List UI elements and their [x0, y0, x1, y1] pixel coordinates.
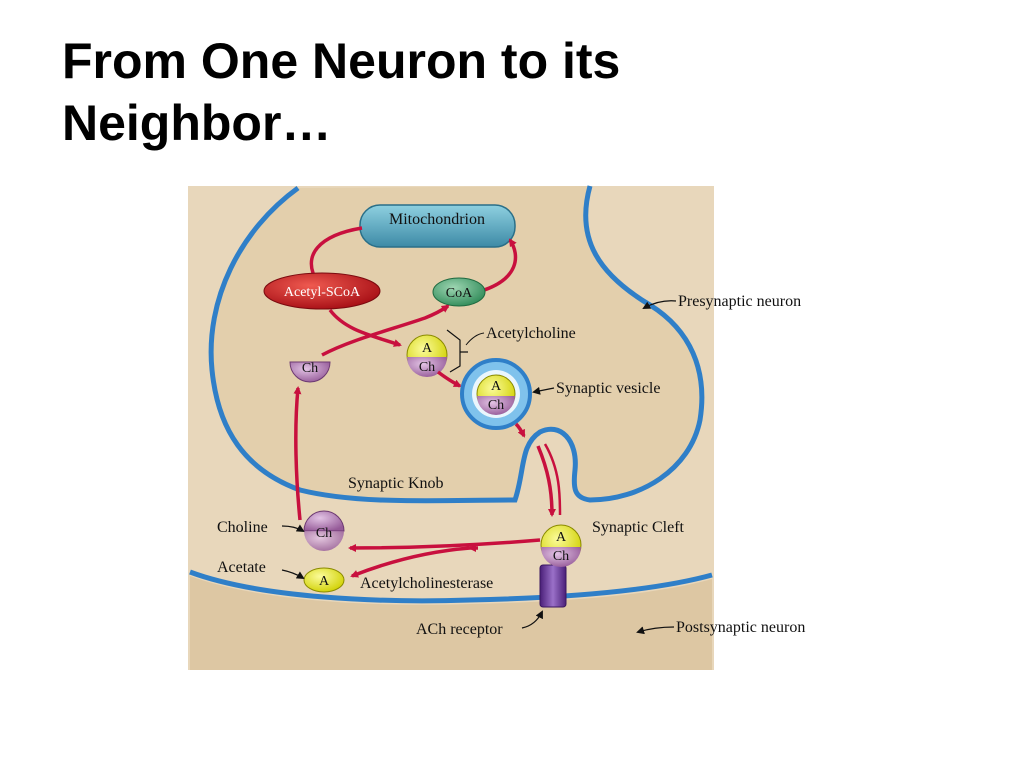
choline-cleft-body	[304, 531, 344, 551]
ach-cleft-ch-label: Ch	[553, 549, 569, 564]
acetate-label: Acetate	[217, 559, 266, 576]
choline-label: Choline	[217, 519, 268, 536]
choline-knob-label: Ch	[302, 361, 318, 376]
acetylcholine-label: Acetylcholine	[486, 325, 576, 342]
mitochondrion	[359, 204, 516, 248]
postsynaptic-cytoplasm	[190, 576, 712, 670]
arrow-acetyl-to-ach	[328, 308, 402, 347]
arrow-ach-to-vesicle	[436, 370, 462, 388]
acetate-molecule-label: A	[319, 574, 330, 589]
acetylcholinesterase-label: Acetylcholinesterase	[360, 575, 493, 592]
arrow-choline-to-ach	[321, 304, 450, 357]
acetyl-scoa-label: Acetyl-SCoA	[284, 285, 361, 300]
presynaptic-neuron-label: Presynaptic neuron	[678, 293, 801, 310]
ach-receptor	[539, 564, 567, 608]
acetyl-scoa	[263, 272, 381, 310]
ach-receptor-label: ACh receptor	[416, 621, 503, 638]
slide-title-line-2: Neighbor…	[62, 95, 332, 151]
slide-title: From One Neuron to its Neighbor…	[62, 30, 962, 154]
ach-cleft-a-label: A	[556, 530, 567, 545]
choline-cleft-label: Ch	[316, 526, 332, 541]
acetylcholine-bracket	[446, 329, 468, 373]
arrow-release-to-cleft	[536, 445, 556, 517]
arrow-cleft-to-choline	[348, 538, 541, 552]
arrow-coa-to-mito	[477, 238, 518, 294]
postsynaptic-neuron-label: Postsynaptic neuron	[676, 619, 805, 636]
synaptic-vesicle-pointer	[532, 386, 555, 395]
arrow-release-to-cleft-2	[543, 443, 562, 516]
postsynaptic-membrane	[189, 569, 713, 604]
ach-knob-a-label: A	[422, 341, 433, 356]
arrow-vesicle-to-release	[514, 422, 526, 438]
synaptic-cleft-label: Synaptic Cleft	[592, 519, 685, 536]
ach-vesicle-choline-half	[477, 396, 515, 415]
choline-cleft	[303, 510, 345, 532]
postsynaptic-neuron-pointer	[636, 626, 675, 635]
presynaptic-membrane	[208, 185, 705, 504]
ach-knob-ch-label: Ch	[419, 360, 435, 375]
coa-label: CoA	[446, 286, 473, 301]
ach-receptor-pointer	[521, 610, 543, 629]
slide-title-line-1: From One Neuron to its	[62, 33, 621, 89]
acetate	[303, 567, 345, 593]
mitochondrion-label: Mitochondrion	[389, 211, 485, 228]
acetate-pointer	[281, 569, 305, 580]
acetylcholine-pointer	[465, 332, 485, 346]
synaptic-vesicle-label: Synaptic vesicle	[556, 380, 660, 397]
coa	[432, 277, 486, 307]
choline-knob	[289, 361, 331, 383]
synaptic-knob-label: Synaptic Knob	[348, 475, 444, 492]
arrow-choline-reuptake	[293, 386, 302, 521]
ach-vesicle-a-label: A	[491, 379, 502, 394]
ach-vesicle-ch-label: Ch	[488, 398, 504, 413]
arrow-cleft-to-acetate	[350, 546, 471, 578]
ach-cleft-choline-half	[541, 547, 581, 567]
presynaptic-neuron-pointer	[642, 300, 677, 309]
choline-pointer	[281, 524, 305, 533]
ach-knob-choline-half	[407, 357, 447, 377]
